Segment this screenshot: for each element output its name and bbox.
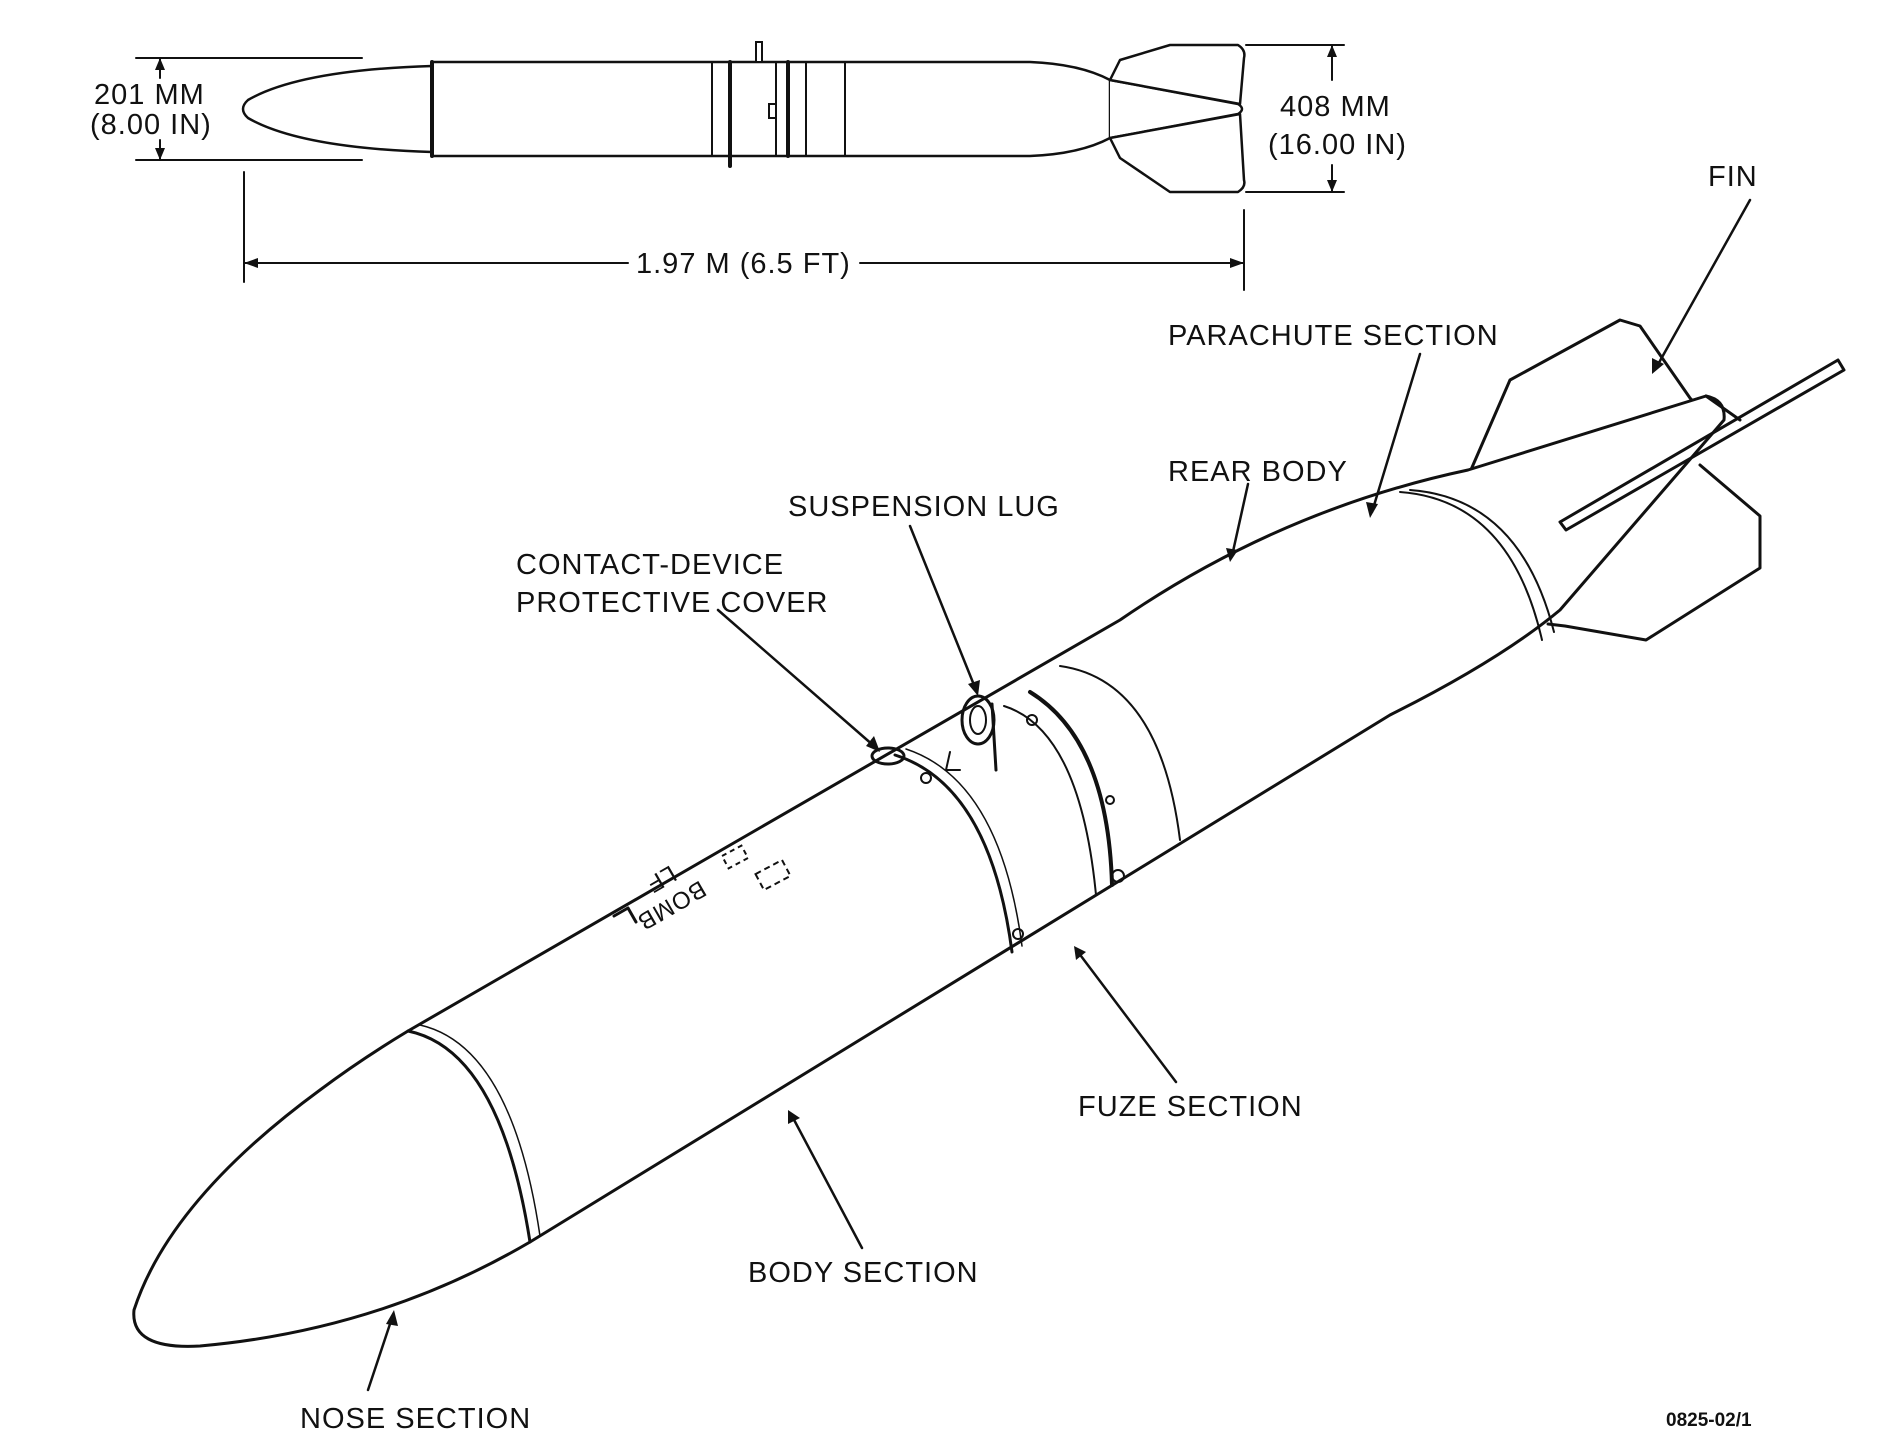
arrow-head xyxy=(1366,502,1378,518)
side-fin-lower xyxy=(1108,112,1246,194)
diameter-label-in: (8.00 IN) xyxy=(90,109,212,141)
leader-contact-device xyxy=(716,608,876,748)
fuze-ring xyxy=(1028,690,1114,887)
arrow-head xyxy=(1327,45,1337,57)
callout-fin: FIN xyxy=(1708,161,1758,193)
leader-fuze-section xyxy=(1076,950,1178,1084)
callout-rear-body: REAR BODY xyxy=(1168,456,1348,488)
leader-body-section xyxy=(790,1114,864,1250)
rear-body-joint xyxy=(1059,665,1181,841)
side-fin-upper xyxy=(1108,43,1246,106)
perspective-view: BOMB LF FIN PARACHUTE SEC xyxy=(132,161,1846,1435)
stencil-mark xyxy=(612,906,638,924)
arrow-head xyxy=(244,258,258,268)
screw xyxy=(1111,869,1125,883)
suspension-lug-stem xyxy=(990,702,998,772)
callout-parachute-section: PARACHUTE SECTION xyxy=(1168,320,1499,352)
callout-suspension-lug: SUSPENSION LUG xyxy=(788,491,1060,523)
callout-body-section: BODY SECTION xyxy=(748,1257,979,1289)
arrow-head xyxy=(1226,548,1238,562)
callout-nose-section: NOSE SECTION xyxy=(300,1403,531,1435)
body-fuze-ring xyxy=(905,748,1023,947)
parachute-ring xyxy=(1409,489,1555,633)
arrow-head xyxy=(788,1110,800,1124)
arrow-head xyxy=(1327,180,1337,192)
arrow-head xyxy=(1230,258,1244,268)
callout-contact-device-line1: CONTACT-DEVICE xyxy=(516,549,784,581)
callout-fuze-section: FUZE SECTION xyxy=(1078,1091,1303,1123)
leader-lines xyxy=(366,198,1752,1392)
leader-fin xyxy=(1654,198,1752,370)
nose-joint xyxy=(406,1029,532,1244)
leader-rear-body xyxy=(1230,482,1250,558)
suspension-lug-base xyxy=(945,751,961,771)
side-view: 201 MM (8.00 IN) 408 MM (16.00 IN) 1.97 … xyxy=(90,41,1407,291)
leader-suspension-lug xyxy=(908,524,978,692)
stencil-box xyxy=(754,858,792,892)
arrow-head xyxy=(1652,358,1664,374)
screw xyxy=(1105,795,1115,805)
arrow-head xyxy=(386,1310,398,1326)
screw xyxy=(1012,928,1024,940)
callout-contact-device-line2: PROTECTIVE COVER xyxy=(516,587,829,619)
suspension-lug-eye xyxy=(969,705,987,735)
arrow-head xyxy=(155,58,165,70)
screw xyxy=(1026,714,1038,726)
arrow-head xyxy=(968,680,980,696)
contact-device-cover-icon xyxy=(870,746,906,766)
fin-lower xyxy=(1546,463,1762,642)
diameter-label-mm: 201 MM xyxy=(94,79,205,111)
side-contact-cover xyxy=(768,103,777,119)
span-label-mm: 408 MM xyxy=(1280,91,1391,123)
length-label: 1.97 M (6.5 FT) xyxy=(636,248,851,280)
tail-cap xyxy=(1704,394,1742,422)
arrow-head xyxy=(155,148,165,160)
leader-nose-section xyxy=(366,1316,394,1392)
nose-joint-ring xyxy=(419,1024,541,1237)
fin-strut xyxy=(1558,358,1846,532)
stencil-box xyxy=(720,844,750,870)
span-label-in: (16.00 IN) xyxy=(1268,129,1407,161)
figure-id: 0825-02/1 xyxy=(1666,1410,1752,1431)
bomb-body xyxy=(132,394,1726,1348)
fuze-joint-aft xyxy=(1003,705,1097,896)
screw xyxy=(920,772,932,784)
side-nose xyxy=(241,64,434,154)
leader-parachute xyxy=(1370,352,1422,514)
parachute-joint xyxy=(1399,491,1543,641)
arrow-head xyxy=(1074,946,1086,960)
body-fuze-joint xyxy=(893,753,1014,954)
side-suspension-lug xyxy=(755,41,763,63)
arrow-head xyxy=(866,736,880,752)
